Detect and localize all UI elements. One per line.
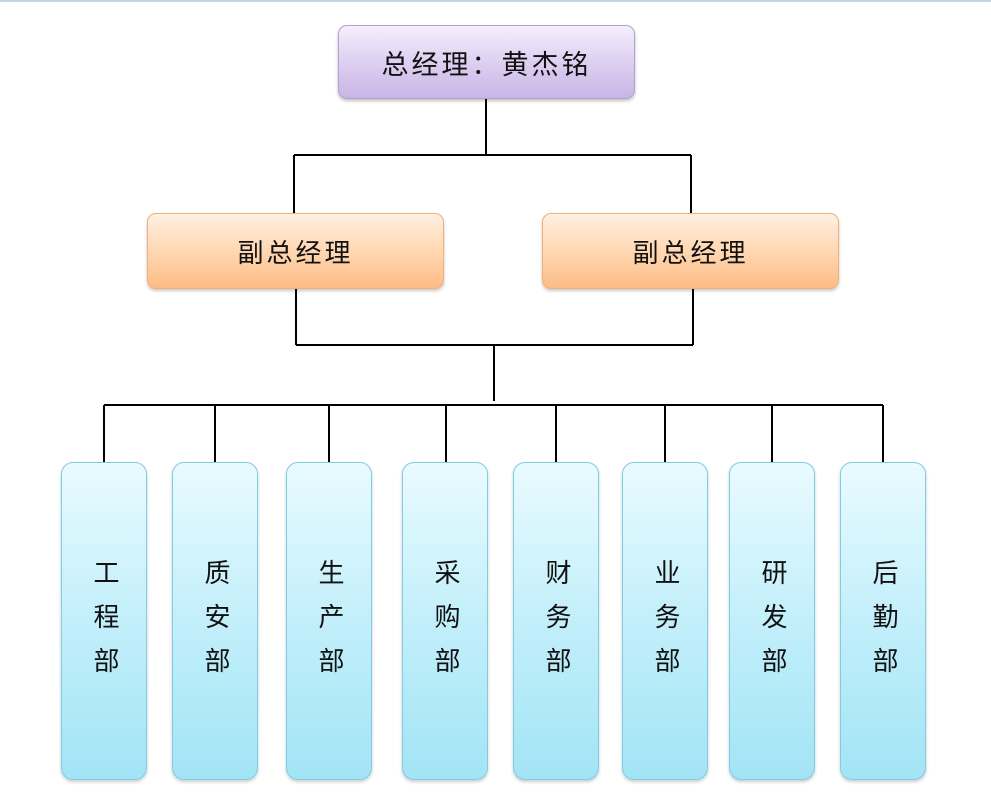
dept-node-rnd: 研发部 bbox=[729, 462, 815, 780]
dept-node-business: 业务部 bbox=[622, 462, 708, 780]
dept-label: 研发部 bbox=[757, 559, 787, 691]
dept-label: 工程部 bbox=[89, 559, 119, 691]
vp-right-label: 副总经理 bbox=[632, 238, 749, 269]
dept-node-production: 生产部 bbox=[286, 462, 372, 780]
dept-label: 生产部 bbox=[314, 559, 344, 691]
dept-node-purchasing: 采购部 bbox=[402, 462, 488, 780]
dept-label: 财务部 bbox=[541, 559, 571, 691]
top-rule bbox=[0, 0, 991, 2]
dept-node-finance: 财务部 bbox=[513, 462, 599, 780]
dept-label: 质安部 bbox=[200, 559, 230, 691]
dept-node-quality-safety: 质安部 bbox=[172, 462, 258, 780]
vp-left-label: 副总经理 bbox=[237, 238, 354, 269]
ceo-node: 总经理：黄杰铭 bbox=[338, 25, 635, 99]
vp-node-right: 副总经理 bbox=[542, 213, 839, 289]
dept-node-engineering: 工程部 bbox=[61, 462, 147, 780]
ceo-label: 总经理：黄杰铭 bbox=[381, 49, 592, 81]
dept-label: 后勤部 bbox=[868, 559, 898, 691]
dept-label: 采购部 bbox=[430, 559, 460, 691]
dept-label: 业务部 bbox=[650, 559, 680, 691]
vp-node-left: 副总经理 bbox=[147, 213, 444, 289]
dept-node-logistics: 后勤部 bbox=[840, 462, 926, 780]
